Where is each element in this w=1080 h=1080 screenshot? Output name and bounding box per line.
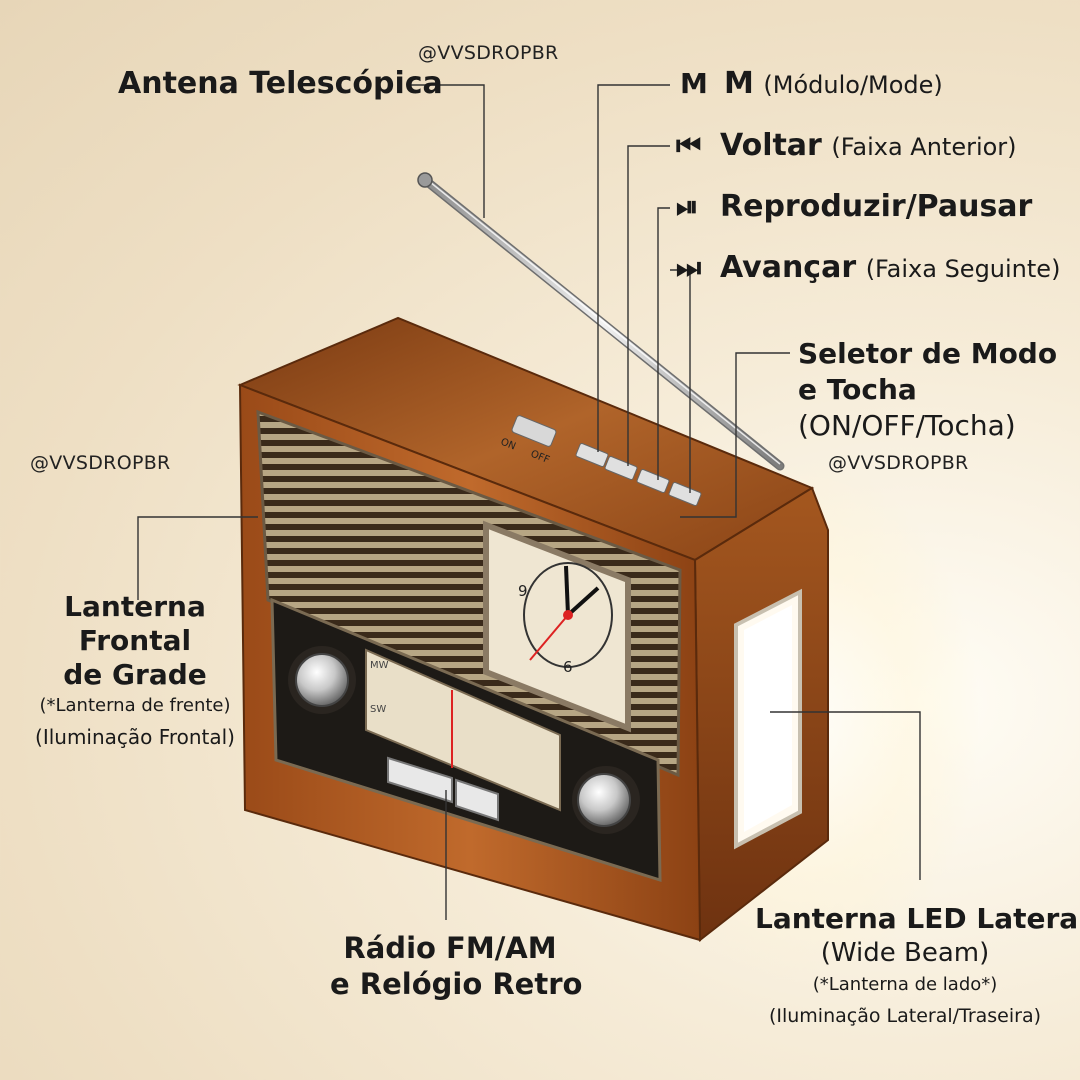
switch-on-label: ON	[499, 437, 517, 453]
volume-knob[interactable]	[295, 653, 349, 707]
watermark-right: @VVSDROPBR	[828, 452, 969, 474]
play-pause-label: ⏯Reproduzir/Pausar	[676, 189, 1033, 224]
mode-icon: M	[680, 67, 708, 100]
back-button-label: ⏮Voltar (Faixa Anterior)	[676, 128, 1017, 163]
watermark-top: @VVSDROPBR	[418, 42, 559, 64]
front-light-label: Lanterna Frontal de Grade (*Lanterna de …	[35, 590, 235, 749]
clock-number-9: 9	[518, 582, 528, 600]
top-controls[interactable]	[511, 415, 702, 507]
side-led-lamp	[734, 588, 802, 850]
radio-clock-label: Rádio FM/AM e Relógio Retro	[330, 931, 583, 1001]
clock: 9 6	[483, 520, 631, 733]
side-light-label: Lanterna LED Lateral (Wide Beam) (*Lante…	[755, 902, 1080, 1027]
previous-track-icon: ⏮	[676, 129, 702, 162]
mode-selector-label: Seletor de Modo e Tocha (ON/OFF/Tocha)	[798, 337, 1058, 442]
frequency-scale	[365, 648, 561, 812]
antenna	[417, 172, 785, 471]
dial-label-sw: SW	[370, 704, 386, 715]
antenna-label: Antena Telescópica	[118, 66, 443, 101]
clock-number-6: 6	[563, 658, 573, 676]
play-pause-icon: ⏯	[676, 190, 699, 223]
watermark-left: @VVSDROPBR	[30, 452, 171, 474]
next-button-label: ⏭Avançar (Faixa Seguinte)	[676, 250, 1061, 285]
dial-label-mw: MW	[370, 660, 389, 671]
tuning-knob[interactable]	[577, 773, 631, 827]
next-track-icon: ⏭	[676, 251, 702, 284]
front-panel-buttons[interactable]	[387, 756, 499, 822]
leader-lines	[137, 84, 921, 920]
